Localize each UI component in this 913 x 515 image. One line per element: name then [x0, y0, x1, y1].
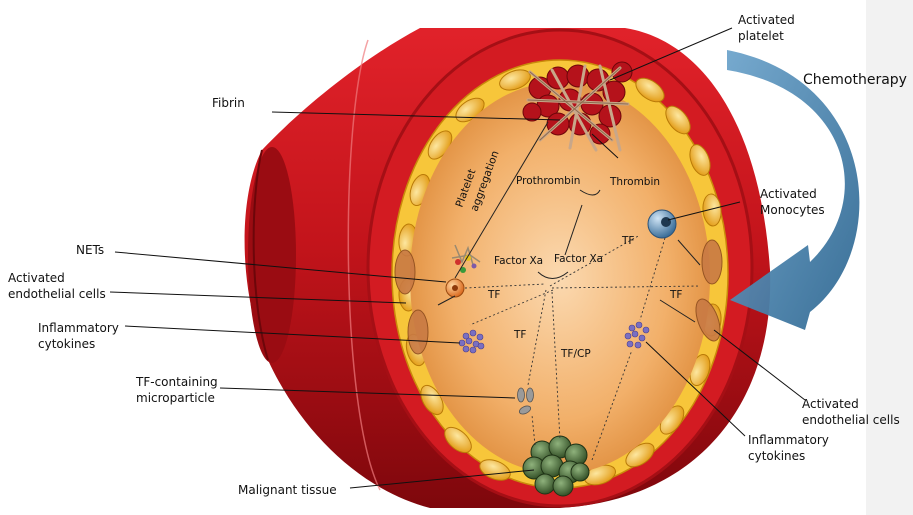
label-activated-platelet-1: Activated	[738, 13, 795, 27]
label-activated-monocytes-1: Activated	[760, 187, 817, 201]
label-inflammatory-cytokines-left-1: Inflammatory	[38, 321, 119, 335]
label-factor-xa-left: Factor Xa	[494, 255, 543, 267]
label-factor-xa-right: Factor Xa	[554, 253, 603, 265]
label-nets: NETs	[76, 243, 104, 257]
label-tf-left: TF	[487, 289, 500, 301]
label-activated-platelet-2: platelet	[738, 29, 784, 43]
label-activated-endothelial-right-2: endothelial cells	[802, 413, 900, 427]
label-activated-endothelial-right-1: Activated	[802, 397, 859, 411]
label-tf-microparticle-2: microparticle	[136, 391, 215, 405]
label-fibrin: Fibrin	[212, 96, 245, 110]
label-tf-center: TF	[513, 329, 526, 341]
label-prothrombin: Prothrombin	[516, 175, 580, 187]
label-tf-cp: TF/CP	[560, 348, 591, 360]
label-inflammatory-cytokines-right-1: Inflammatory	[748, 433, 829, 447]
label-thrombin: Thrombin	[609, 176, 660, 188]
label-chemotherapy: Chemotherapy	[803, 72, 907, 88]
label-inflammatory-cytokines-right-2: cytokines	[748, 449, 805, 463]
label-tf-right: TF	[669, 289, 682, 301]
label-tf-upper-right: TF	[621, 235, 634, 247]
label-tf-microparticle-1: TF-containing	[135, 375, 218, 389]
label-inflammatory-cytokines-left-2: cytokines	[38, 337, 95, 351]
label-malignant-tissue: Malignant tissue	[238, 483, 337, 497]
label-activated-endothelial-left-2: endothelial cells	[8, 287, 106, 301]
activated-monocyte	[648, 210, 676, 238]
label-activated-endothelial-left-1: Activated	[8, 271, 65, 285]
label-activated-monocytes-2: Monocytes	[760, 203, 825, 217]
